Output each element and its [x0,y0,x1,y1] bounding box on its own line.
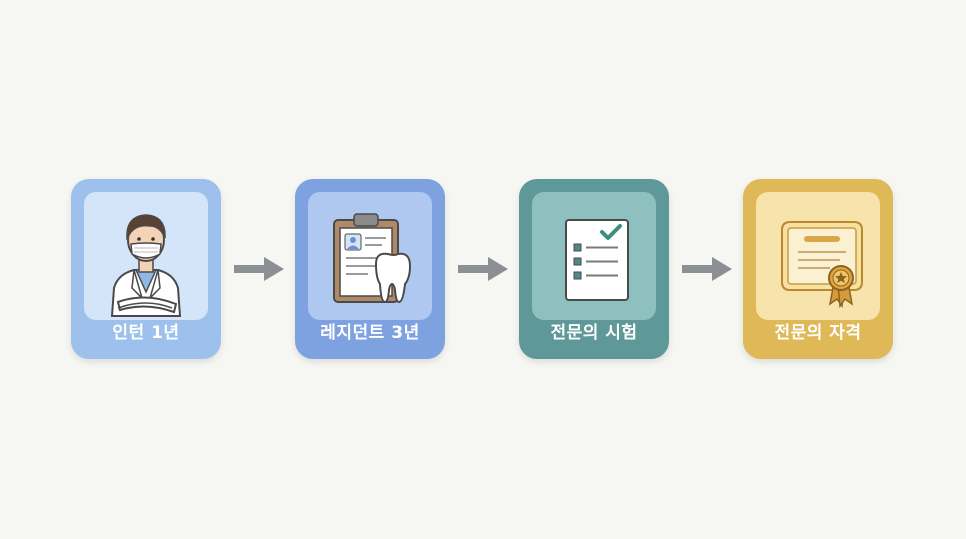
arrow-right-icon [458,257,508,281]
step-specialist-license-art [756,192,880,320]
step-internship: 인턴 1년 [71,179,221,359]
step-board-exam-art [532,192,656,320]
arrow-right-icon [234,257,284,281]
step-board-exam-label: 전문의 시험 [550,323,638,343]
step-board-exam: 전문의 시험 [519,179,669,359]
clipboard-tooth-icon [333,213,412,304]
step-residency-label: 레지던트 3년 [320,323,420,343]
certificate-icon [781,221,863,309]
step-internship-art [84,192,208,320]
step-residency: 레지던트 3년 [295,179,445,359]
step-specialist-license-label: 전문의 자격 [774,323,862,343]
arrow-right-icon [682,257,732,281]
step-internship-label: 인턴 1년 [112,323,180,343]
step-specialist-license: 전문의 자격 [743,179,893,359]
step-residency-art [308,192,432,320]
checklist-icon [565,219,629,301]
doctor-icon [110,214,182,317]
